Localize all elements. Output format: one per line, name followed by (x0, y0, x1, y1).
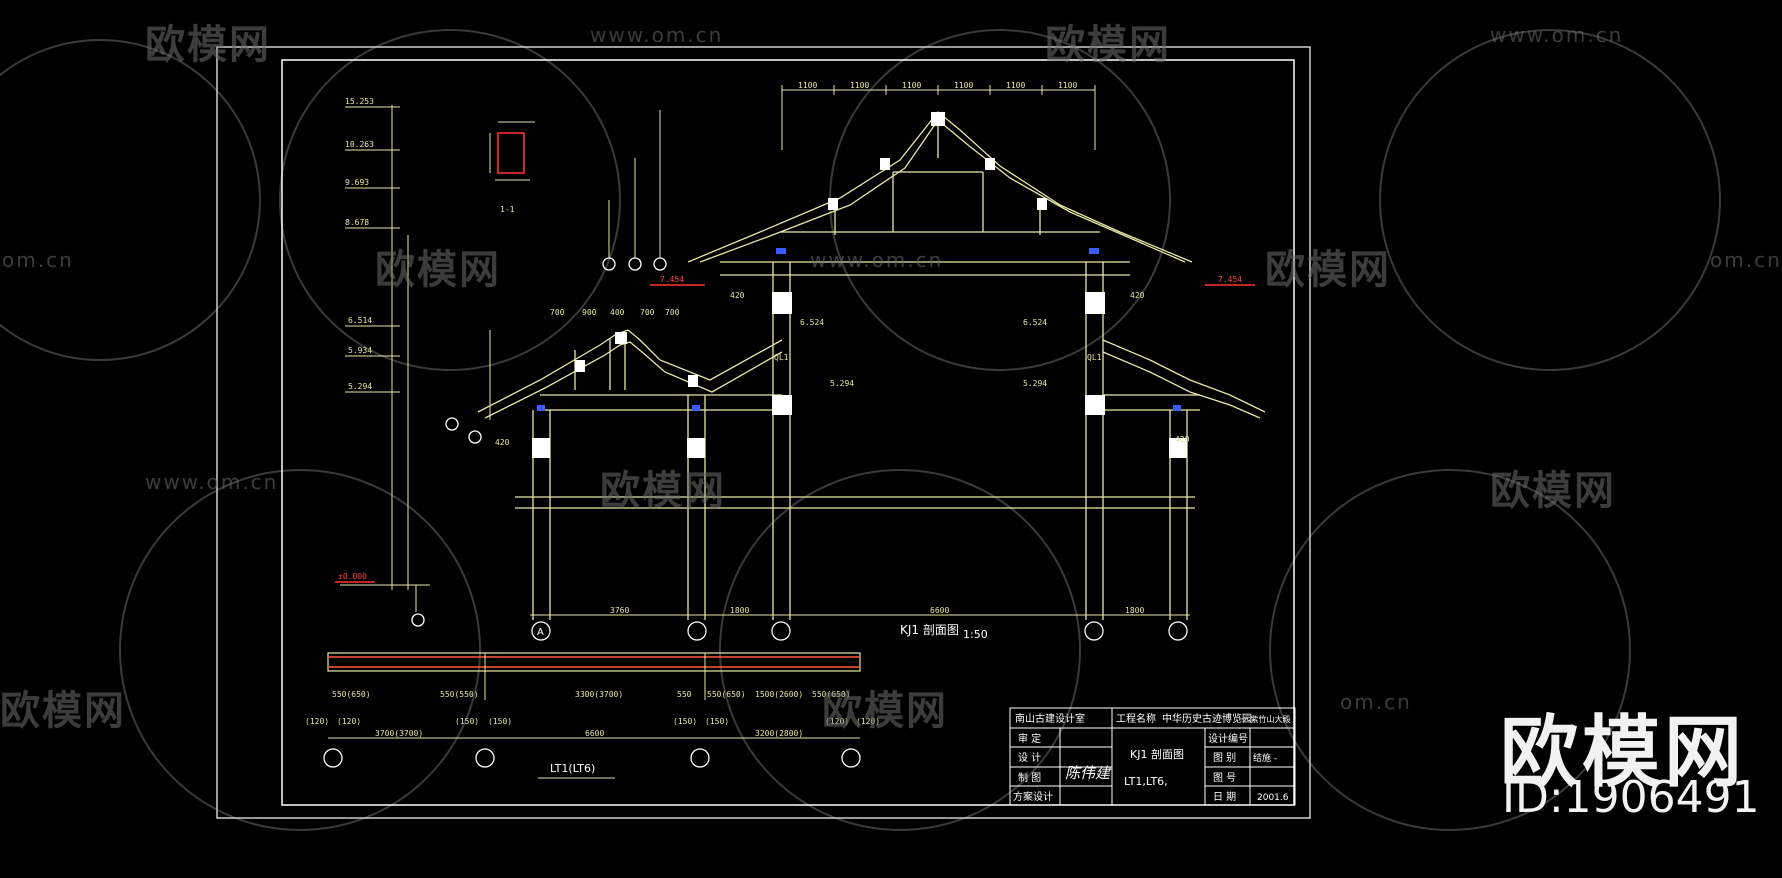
tb-review: 审 定 (1018, 732, 1041, 745)
beam-p1: (120) (305, 717, 329, 726)
elev-base: ±0.000 (338, 572, 367, 581)
label-ql1-left: QL1 (774, 353, 789, 362)
beam-s7: 550(650) (812, 690, 851, 699)
elev-right-mid1: 6.524 (1023, 318, 1047, 327)
beam-s6: 1500(2600) (755, 690, 803, 699)
beam-s5: 550(650) (707, 690, 746, 699)
dim-420-a: 420 (730, 291, 745, 300)
section-structure (477, 111, 1266, 620)
tb-drawing-type: 图 别 (1213, 752, 1236, 764)
beam-p7: (120) (825, 717, 849, 726)
outer-frame (216, 46, 1311, 819)
tb-drawing-by: 制 图 (1018, 771, 1041, 784)
dim-420-b: 420 (1130, 291, 1145, 300)
blue-markers (537, 248, 1181, 411)
elev-mid2: 5.934 (348, 346, 372, 355)
tb-date: 日 期 (1213, 791, 1236, 803)
beam-s1: 550(650) (332, 690, 371, 699)
dim-small-4: 700 (640, 308, 655, 317)
dim-bottom-2: 1800 (730, 606, 749, 615)
dim-small-3: 400 (610, 308, 625, 317)
dim-top-6: 1100 (1058, 81, 1077, 90)
elev-top3: 9.693 (345, 178, 369, 187)
beam-s4: 550 (677, 690, 692, 699)
dim-small-1: 700 (550, 308, 565, 317)
dim-420-c: 420 (495, 438, 510, 447)
tb-proof: 方案设计 (1013, 790, 1053, 803)
tb-date-val: 2001.6 (1257, 793, 1289, 803)
top-dimension-chain (530, 85, 1190, 616)
tb-drawing-no: 图 号 (1213, 772, 1236, 784)
elev-right-mid2: 5.294 (1023, 379, 1047, 388)
tb-project-label: 工程名称 (1116, 712, 1156, 725)
tb-project-name: 中华历史古迹博览园 (1162, 712, 1252, 725)
beam-seg1: 3700(3700) (375, 729, 423, 738)
detail-dimension-lines (489, 110, 661, 420)
dim-top-4: 1100 (954, 81, 973, 90)
beam-seg3: 3200(2800) (755, 729, 803, 738)
detail-section-1-1 (489, 121, 535, 181)
tb-design: 设 计 (1018, 751, 1041, 764)
axis-bubbles (411, 257, 1188, 641)
beam-p2: (120) (337, 717, 361, 726)
dim-top-2: 1100 (850, 81, 869, 90)
dim-bottom-1: 3760 (610, 606, 629, 615)
tb-drawing-type-val: 结施 - (1253, 752, 1277, 764)
tb-signature: 陈伟建 (1065, 764, 1112, 782)
label-ql1-right: QL1 (1087, 353, 1102, 362)
section-scale: 1:50 (963, 628, 988, 641)
title-block-grid (1009, 707, 1296, 806)
elev-mid3: 5.294 (348, 382, 372, 391)
beam-axis-bubbles (323, 748, 861, 768)
elev-top4: 8.678 (345, 218, 369, 227)
elev-left-a: 7.454 (660, 275, 684, 284)
beam-elevation (327, 652, 861, 779)
tb-sub-project: 一 紫竹山大殿 (1240, 714, 1291, 724)
section-title: KJ1 剖面图 (900, 623, 959, 637)
dim-small-5: 700 (665, 308, 680, 317)
watermark-id-label: ID:1906491 (1502, 772, 1760, 823)
dim-420-d: 420 (1175, 435, 1190, 444)
dim-bottom-4: 1800 (1125, 606, 1144, 615)
beam-p6: (150) (705, 717, 729, 726)
red-level-marks (335, 284, 1255, 583)
beam-p8: (120) (856, 717, 880, 726)
elev-mid1: 6.514 (348, 316, 372, 325)
elevation-ruler (340, 105, 430, 612)
watermark-arcs (0, 29, 1721, 831)
dim-top-1: 1100 (798, 81, 817, 90)
dim-top-5: 1100 (1006, 81, 1025, 90)
tb-design-no: 设计编号 (1208, 732, 1248, 745)
beam-p3: (150) (455, 717, 479, 726)
elev-right-a: 7.454 (1218, 275, 1242, 284)
axis-a-label: A (537, 627, 544, 638)
elev-left-mid2: 5.294 (830, 379, 854, 388)
dim-small-2: 900 (582, 308, 597, 317)
beam-title: LT1(LT6) (550, 762, 595, 775)
elev-top2: 10.263 (345, 140, 374, 149)
watermark-big-brand: 欧模网 (1500, 708, 1747, 798)
dim-top-3: 1100 (902, 81, 921, 90)
dim-bottom-3: 6600 (930, 606, 949, 615)
tb-content1: KJ1 剖面图 (1130, 747, 1184, 761)
inner-frame (281, 59, 1295, 806)
tb-institute: 南山古建设计室 (1015, 712, 1085, 725)
beam-p5: (150) (673, 717, 697, 726)
detail-label: 1-1 (500, 205, 515, 214)
elev-left-mid1: 6.524 (800, 318, 824, 327)
elev-top1: 15.253 (345, 97, 374, 106)
beam-p4: (150) (488, 717, 512, 726)
column-blocks (532, 112, 1187, 458)
beam-s3: 3300(3700) (575, 690, 623, 699)
beam-seg2: 6600 (585, 729, 604, 738)
tb-content2: LT1,LT6, (1124, 775, 1168, 788)
beam-s2: 550(550) (440, 690, 479, 699)
